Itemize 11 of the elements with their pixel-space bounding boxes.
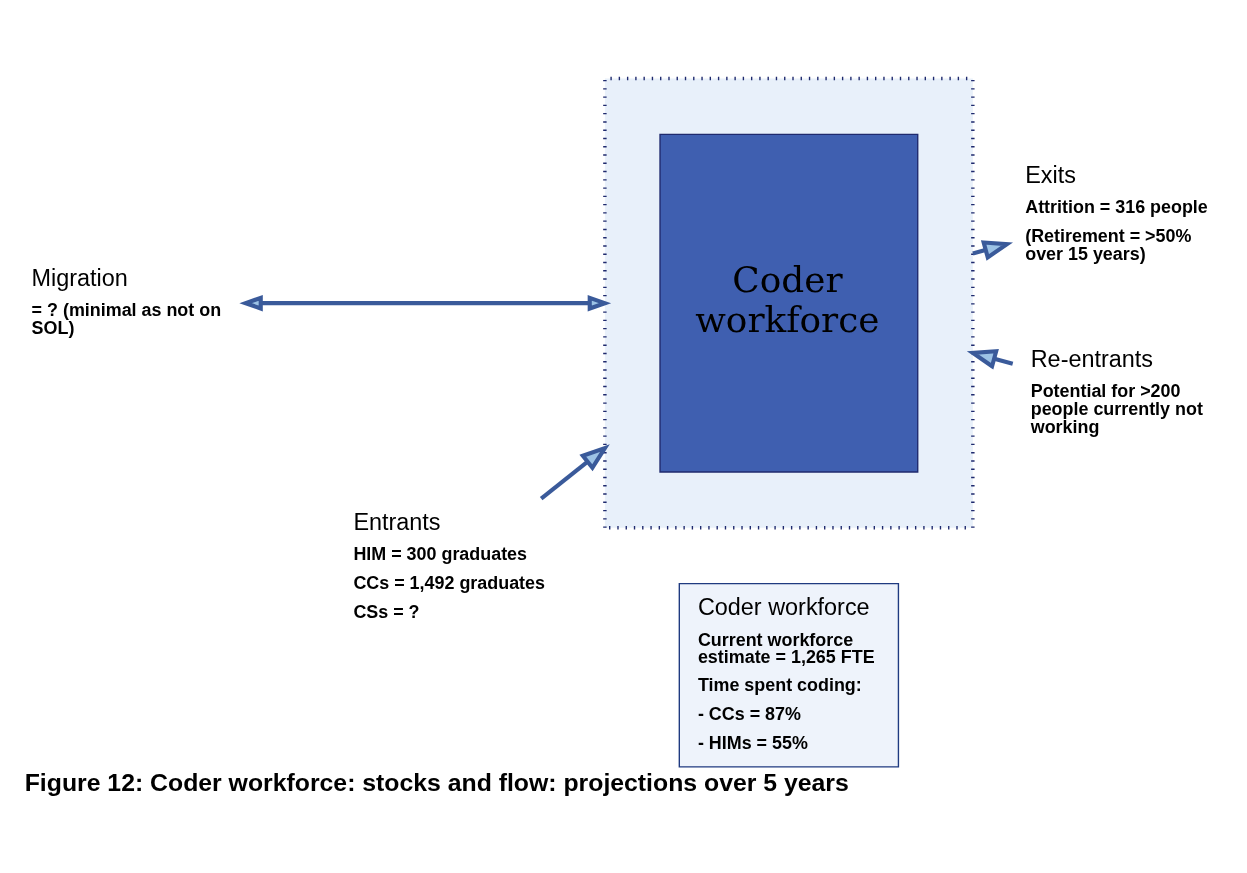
node-text: Entrants HIM = 300 graduates CCs = 1,492 graduates CSs = ?: [353, 509, 545, 622]
cluster: [603, 76, 975, 530]
node-box: Coder workforce Current workforce estimate = 1,265 FTE Time spent coding: - CCs = 87% - HIMs = 55%: [678, 582, 900, 768]
node-text: Re-entrants Potential for >200 people currently not working: [1030, 346, 1203, 438]
arrow: [239, 294, 612, 312]
arrow: [966, 349, 1014, 370]
node-box: Coder workforce: [659, 133, 919, 473]
caption: Figure 12: Coder workforce: stocks and flow: projections over 5 years: [24, 768, 849, 796]
node-text: Migration = ? (minimal as not on SOL): [31, 265, 222, 339]
node-text: Exits Attrition = 316 people (Retirement = >50% over 15 years): [1025, 161, 1208, 264]
arrow: [539, 444, 610, 501]
